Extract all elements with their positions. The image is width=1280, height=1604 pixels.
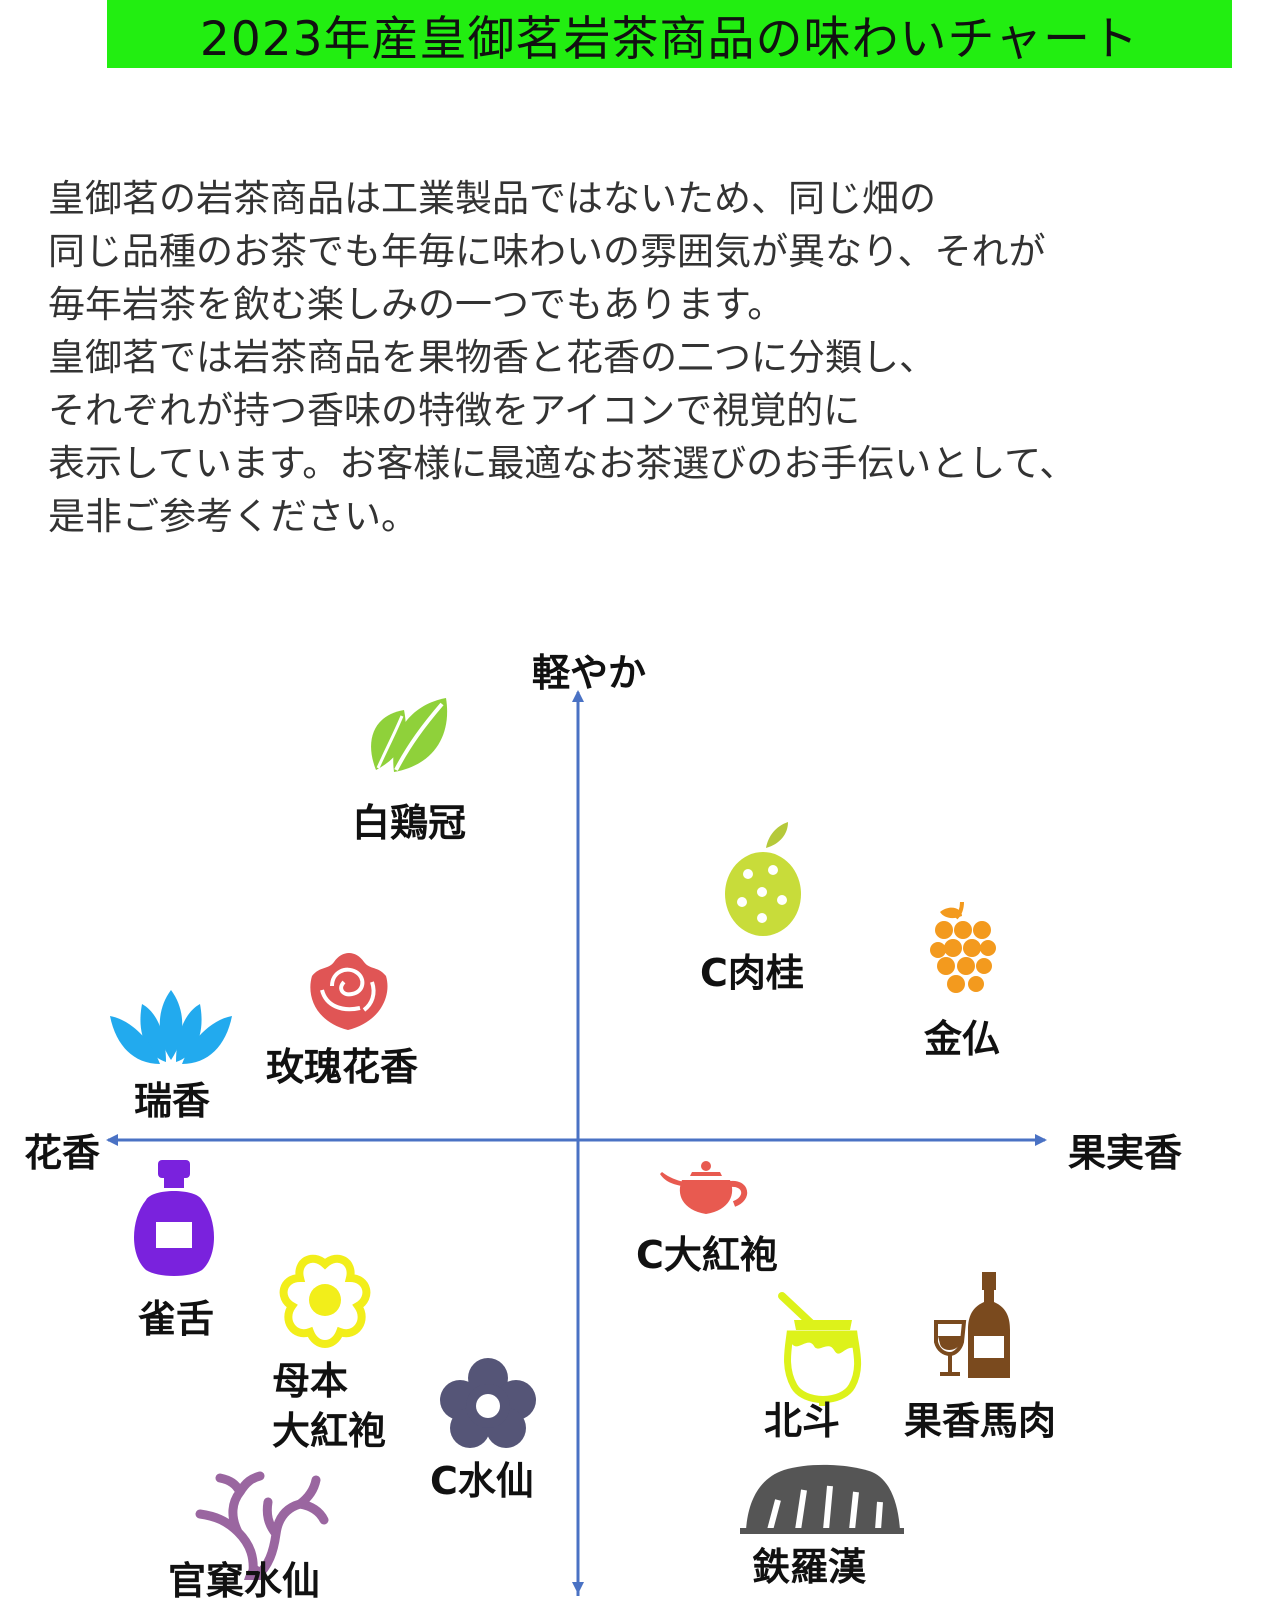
tea-label: 果香馬肉	[904, 1399, 1057, 1443]
axis-label-fruity: 果実香	[1068, 1131, 1183, 1175]
tea-label: 鉄羅漢	[752, 1545, 867, 1589]
axis-label-floral: 花香	[24, 1131, 101, 1175]
teapot-icon	[660, 1158, 752, 1218]
old-tree-icon	[190, 1468, 330, 1580]
honey-pot-icon	[774, 1290, 870, 1406]
citrus-fruit-icon	[718, 822, 808, 940]
intro-line: 同じ品種のお茶でも年毎に味わいの雰囲気が異なり、それが	[48, 230, 1046, 273]
tea-label: 官窠水仙	[168, 1559, 321, 1603]
tea-label: 母本	[272, 1359, 349, 1403]
grapes-icon	[926, 898, 998, 1002]
intro-line: それぞれが持つ香味の特徴をアイコンで視覚的に	[48, 389, 861, 432]
intro-line: 皇御茗の岩茶商品は工業製品ではないため、同じ畑の	[48, 177, 936, 220]
rose-icon	[302, 946, 396, 1032]
perfume-bottle-icon	[130, 1160, 218, 1278]
intro-line: 是非ご参考ください。	[48, 495, 418, 538]
intro-line: 毎年岩茶を飲む楽しみの一つでもあります。	[48, 283, 785, 326]
axis-label-light: 軽やか	[532, 651, 647, 695]
tea-label: 金仏	[924, 1017, 1001, 1061]
tea-label: C肉桂	[700, 951, 804, 995]
leaf-icon	[364, 690, 454, 780]
flower-icon	[276, 1252, 374, 1348]
intro-line: 皇御茗では岩茶商品を果物香と花香の二つに分類し、	[48, 336, 936, 379]
tea-label: C大紅袍	[636, 1233, 778, 1277]
tea-label: 北斗	[764, 1399, 841, 1443]
rock-icon	[740, 1460, 904, 1534]
intro-line: 表示しています。お客様に最適なお茶選びのお手伝いとして、	[48, 442, 1077, 485]
tea-label: C水仙	[430, 1459, 534, 1503]
tea-label: 雀舌	[138, 1297, 215, 1341]
wine-bottle-icon	[934, 1272, 1020, 1380]
chart-title-bar: 2023年産皇御茗岩茶商品の味わいチャート	[107, 0, 1232, 68]
tea-label: 白鶏冠	[352, 801, 467, 845]
intro-paragraph: 皇御茗の岩茶商品は工業製品ではないため、同じ畑の 同じ品種のお茶でも年毎に味わい…	[48, 172, 1278, 543]
chart-title: 2023年産皇御茗岩茶商品の味わいチャート	[199, 11, 1140, 67]
tea-label-line2: 大紅袍	[272, 1409, 387, 1453]
tea-label: 玫瑰花香	[266, 1045, 419, 1089]
dark-flower-icon	[440, 1358, 536, 1448]
lotus-icon	[102, 986, 240, 1066]
tea-label: 瑞香	[134, 1079, 211, 1123]
